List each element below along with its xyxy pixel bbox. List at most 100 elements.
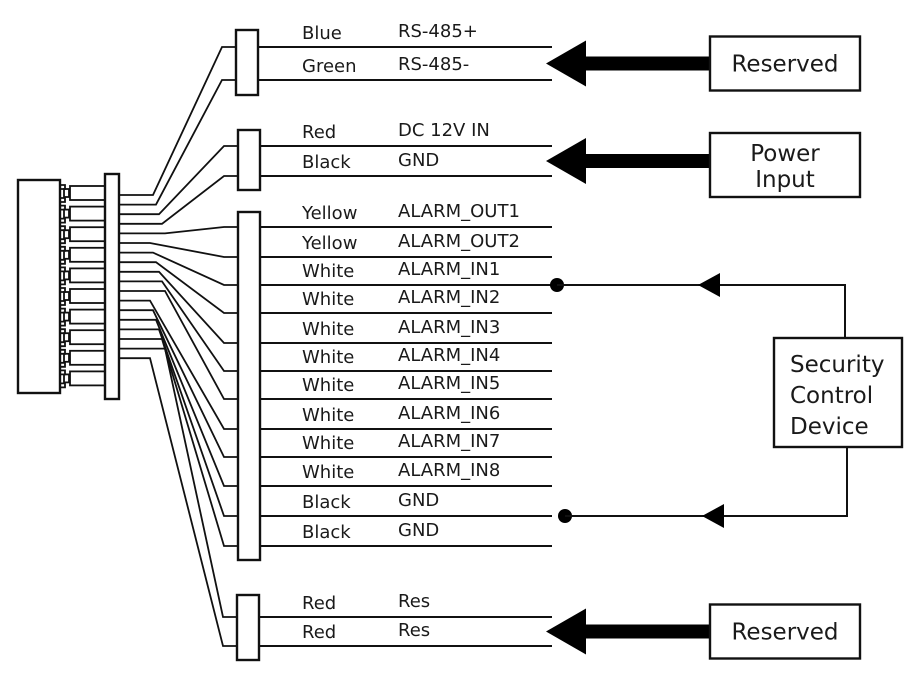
wire-signal-label: ALARM_OUT1 <box>398 201 520 222</box>
wire: Blue RS-485+ <box>258 21 552 48</box>
wire-signal-label: ALARM_IN6 <box>398 403 500 424</box>
wire: Yellow ALARM_OUT2 <box>260 231 552 258</box>
target-box <box>772 336 904 449</box>
terminal-block <box>235 593 261 662</box>
target-box <box>708 603 862 660</box>
wire-signal-label: Res <box>398 591 430 612</box>
fan-wire <box>119 226 238 235</box>
wire-group-power: Red DC 12V IN Black GND <box>236 120 552 192</box>
wire: Red Res <box>259 620 552 647</box>
terminal-block <box>234 28 260 97</box>
wire-signal-label: ALARM_IN7 <box>398 431 500 452</box>
target-label: Power <box>750 141 820 167</box>
wire-color-label: Blue <box>302 23 342 44</box>
wire: Red DC 12V IN <box>260 120 552 147</box>
wire: Green RS-485- <box>258 54 552 81</box>
wire-signal-label: DC 12V IN <box>398 120 490 141</box>
wire-groups: Blue RS-485+ Green RS-485- Red DC 12V IN Black… <box>234 21 552 662</box>
target-reserved: Reserved <box>546 603 862 660</box>
wire-color-label: Green <box>302 56 357 77</box>
wire: White ALARM_IN3 <box>260 317 552 344</box>
connector-pin <box>60 369 106 389</box>
target-label: Input <box>755 167 815 193</box>
wire: Yellow ALARM_OUT1 <box>260 201 552 228</box>
wire-color-label: White <box>302 433 354 454</box>
wire-color-label: Red <box>302 122 336 143</box>
target-label: Device <box>790 414 869 440</box>
wire-signal-label: ALARM_OUT2 <box>398 231 520 252</box>
connector-pin <box>60 225 106 245</box>
fan-wire <box>119 270 238 344</box>
wire-signal-label: GND <box>398 150 439 171</box>
target-box <box>708 35 862 92</box>
wire-color-label: White <box>302 319 354 340</box>
wire-color-label: Yellow <box>301 203 357 224</box>
wire: Red Res <box>259 591 552 618</box>
fan-wire <box>119 338 238 547</box>
wire-signal-label: RS-485- <box>398 54 469 75</box>
fan-wire <box>119 318 238 487</box>
connector-pin <box>60 328 106 348</box>
target-label: Security <box>790 352 884 378</box>
wire-color-label: White <box>302 261 354 282</box>
fan-wire <box>119 299 238 430</box>
target-rs485: Reserved <box>546 35 862 92</box>
wire-color-label: Black <box>302 152 351 173</box>
fan-wire <box>119 145 238 216</box>
wire: Black GND <box>260 150 552 177</box>
wire-color-label: Black <box>302 522 351 543</box>
fan-wire <box>119 280 238 372</box>
wire: White ALARM_IN7 <box>260 431 552 458</box>
wire-signal-label: GND <box>398 520 439 541</box>
fan-wire <box>119 79 236 206</box>
connector-pin <box>60 204 106 224</box>
fan-wire <box>119 242 238 258</box>
wire-color-label: Yellow <box>301 233 357 254</box>
wire-color-label: Red <box>302 593 336 614</box>
wire-color-label: White <box>302 375 354 396</box>
wire-color-label: Black <box>302 492 351 513</box>
wire: Black GND <box>260 520 552 547</box>
arrow-icon <box>698 273 720 297</box>
arrow-icon <box>546 608 710 655</box>
wire: White ALARM_IN6 <box>260 403 552 430</box>
wire-color-label: Red <box>302 622 336 643</box>
connector-pin <box>60 348 106 368</box>
wire-group-rs485: Blue RS-485+ Green RS-485- <box>234 21 552 97</box>
fan-wire <box>119 290 238 400</box>
wire-color-label: White <box>302 462 354 483</box>
terminal-block <box>236 210 262 562</box>
arrow-icon <box>546 40 710 87</box>
connector-pin <box>60 184 106 203</box>
loop-wire-bottom <box>565 447 848 517</box>
wire-color-label: White <box>302 405 354 426</box>
connector-pin <box>60 266 106 286</box>
wire-color-label: White <box>302 347 354 368</box>
wire-signal-label: ALARM_IN3 <box>398 317 500 338</box>
terminal-block <box>236 128 262 192</box>
wire-signal-label: RS-485+ <box>398 21 478 42</box>
connector-pin <box>60 245 106 265</box>
connector-pins <box>60 184 106 389</box>
target-label: Reserved <box>731 620 838 646</box>
wire-signal-label: ALARM_IN2 <box>398 287 500 308</box>
fan-out-wires <box>119 46 238 647</box>
fan-wire <box>119 46 236 196</box>
wire-signal-label: ALARM_IN4 <box>398 345 500 366</box>
fan-wire <box>119 347 237 618</box>
fan-wire <box>119 251 238 286</box>
target-label: Reserved <box>731 52 838 78</box>
wire-signal-label: ALARM_IN1 <box>398 259 500 280</box>
wire-signal-label: Res <box>398 620 430 641</box>
target-box <box>708 131 862 199</box>
target-label: Control <box>790 383 873 409</box>
